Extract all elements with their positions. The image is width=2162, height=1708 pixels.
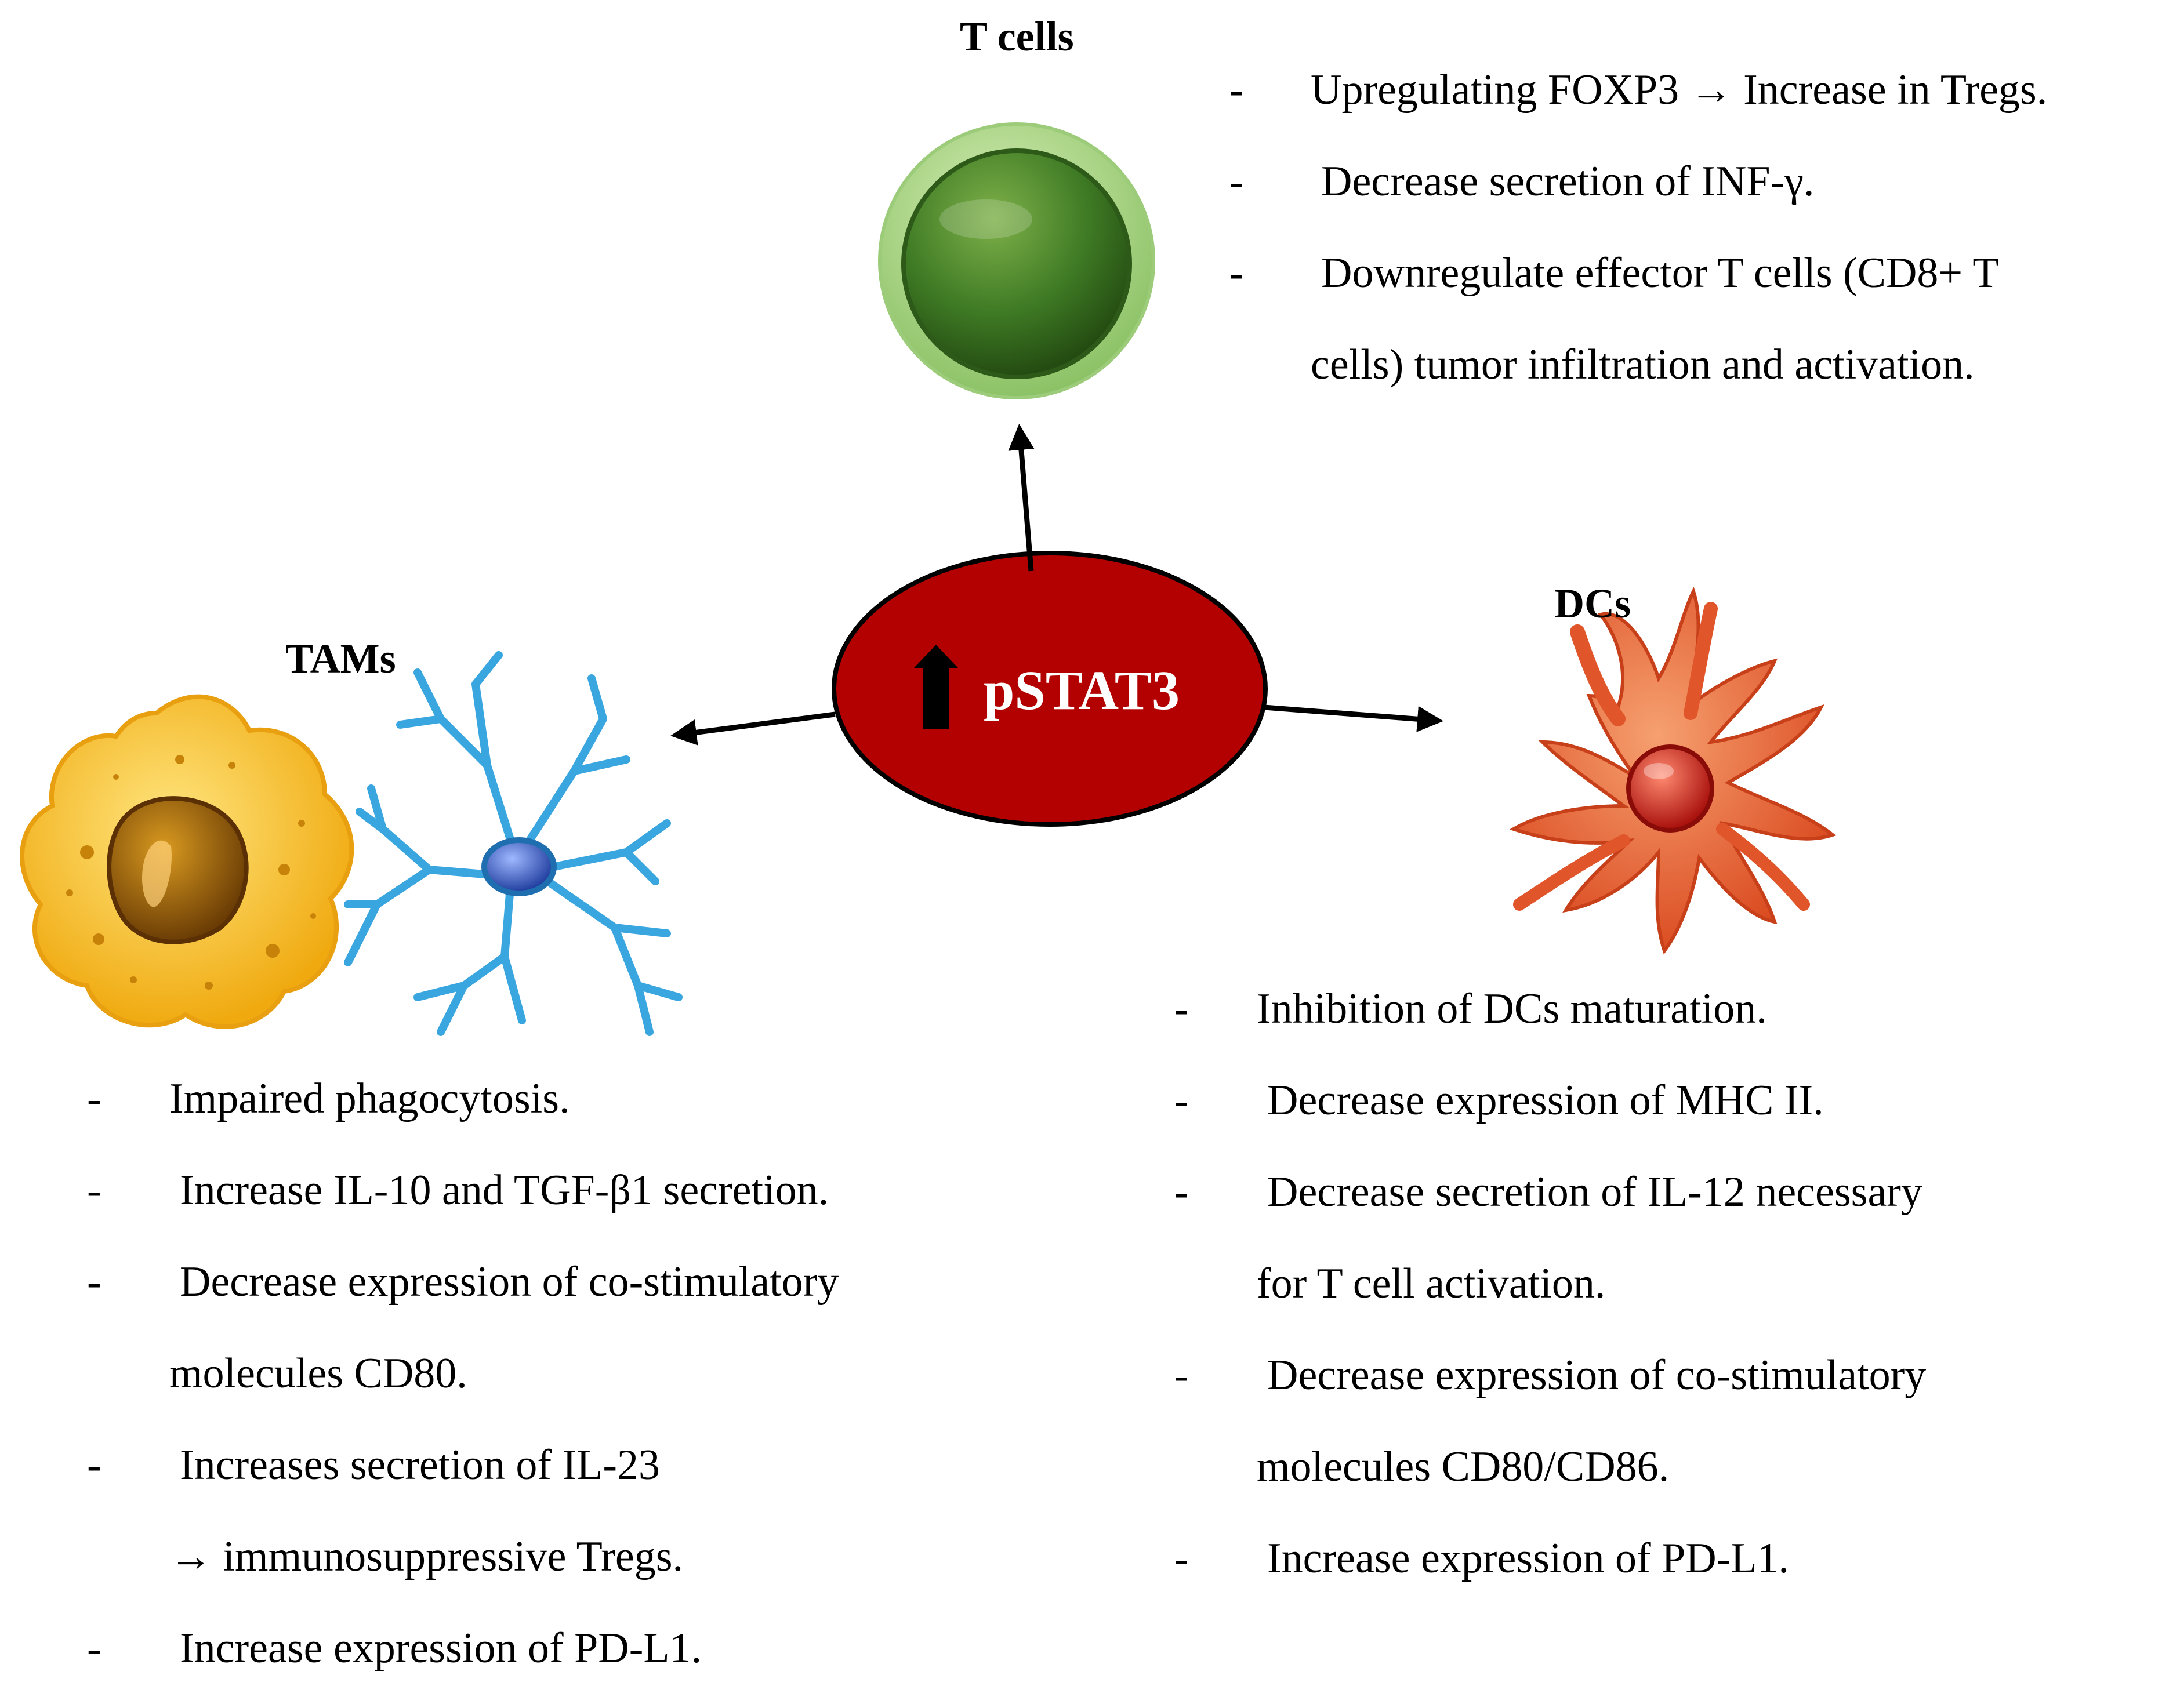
list-item-text: molecules CD80/CD86.: [1257, 1443, 1670, 1491]
list-item-text: Increase expression of PD-L1.: [1267, 1535, 1790, 1582]
list-item-text: Upregulating FOXP3 → Increase in Tregs.: [1311, 66, 2048, 114]
tams-title: TAMs: [285, 635, 396, 682]
macrophage-icon: [19, 694, 354, 1029]
bullet-dash: -: [87, 1625, 101, 1672]
dcs-title: DCs: [1554, 580, 1631, 627]
list-item-text: Downregulate effector T cells (CD8+ T: [1321, 249, 1999, 297]
list-item-text: Impaired phagocytosis.: [169, 1075, 570, 1122]
t-cells-title: T cells: [960, 13, 1074, 60]
list-item-text: Decrease secretion of INF-γ.: [1321, 158, 1815, 205]
pstat3-label: pSTAT3: [841, 632, 1258, 748]
bullet-dash: -: [1174, 1077, 1189, 1124]
list-item-text: Increase expression of PD-L1.: [180, 1625, 702, 1672]
bullet-dash: -: [1229, 249, 1244, 297]
bullet-dash: -: [1229, 158, 1244, 205]
list-item-text: Inhibition of DCs maturation.: [1257, 985, 1767, 1033]
list-item-text: Decrease expression of co-stimulatory: [1267, 1351, 1927, 1399]
pstat3-text: pSTAT3: [984, 659, 1180, 721]
t-cell-icon: [878, 122, 1155, 399]
up-arrow-icon: [914, 645, 958, 729]
arrow-to-tams: [670, 711, 836, 746]
bullet-dash: -: [87, 1441, 101, 1489]
bullet-dash: -: [87, 1166, 101, 1214]
list-item-text: → immunosuppressive Tregs.: [169, 1533, 684, 1580]
bullet-dash: -: [1174, 1168, 1189, 1216]
list-item-text: Decrease expression of MHC II.: [1267, 1077, 1824, 1124]
bullet-dash: -: [1174, 985, 1189, 1033]
list-item-text: for T cell activation.: [1257, 1260, 1606, 1307]
list-item-text: Increases secretion of IL-23: [180, 1441, 660, 1489]
branched-cell-icon: [344, 651, 683, 1036]
list-item-text: Decrease expression of co-stimulatory: [180, 1258, 839, 1306]
bullet-dash: -: [1174, 1351, 1189, 1399]
list-item-text: Increase IL-10 and TGF-β1 secretion.: [180, 1166, 829, 1214]
bullet-dash: -: [1229, 66, 1244, 114]
arrow-to-t-cells: [1008, 424, 1035, 572]
bullet-dash: -: [1174, 1535, 1189, 1582]
list-item-text: molecules CD80.: [169, 1350, 467, 1397]
dendritic-cell-icon: [1509, 587, 1837, 955]
list-item-text: cells) tumor infiltration and activation…: [1311, 341, 1975, 388]
pstat3-node: [832, 551, 1268, 827]
branched-cell-nucleus: [481, 837, 557, 896]
list-item-text: Decrease secretion of IL-12 necessary: [1267, 1168, 1922, 1216]
arrow-to-dcs: [1264, 704, 1443, 732]
bullet-dash: -: [87, 1075, 101, 1122]
bullet-dash: -: [87, 1258, 101, 1306]
